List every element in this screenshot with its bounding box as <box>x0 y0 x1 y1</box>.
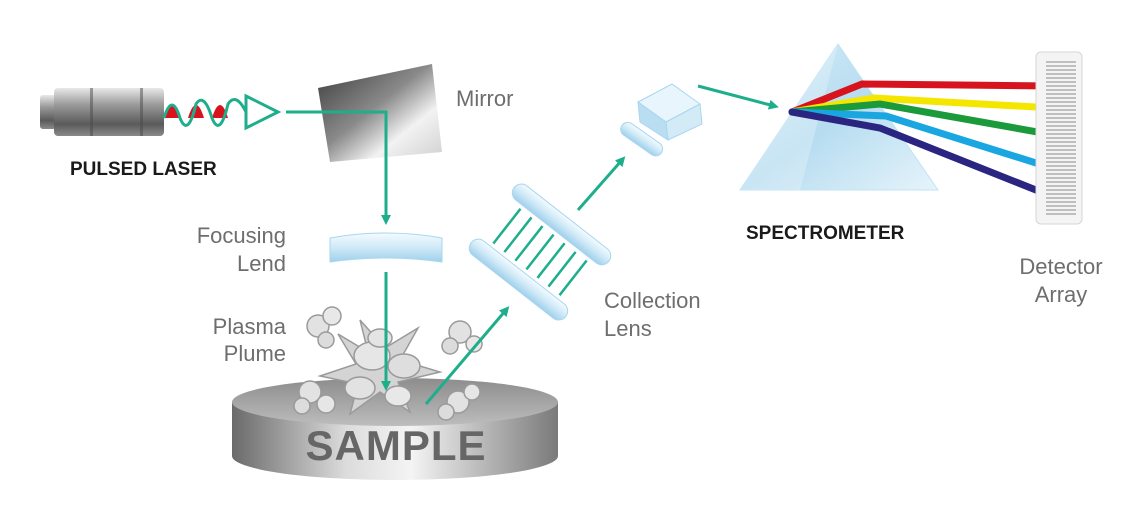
collection-lens-label-line1: Collection <box>604 288 701 313</box>
mirror-label: Mirror <box>456 86 513 111</box>
sample-label: SAMPLE <box>305 422 486 469</box>
coupler-lens-icon <box>620 121 664 157</box>
focusing-lens-label-line2: Lend <box>237 251 286 276</box>
detector-array-label-line2: Array <box>1035 282 1088 307</box>
focusing-lens-icon <box>329 232 443 263</box>
spectrometer-label: SPECTROMETER <box>746 223 905 244</box>
emission-path <box>424 306 510 405</box>
spectrum-ray-red <box>788 80 1056 116</box>
laser-icon <box>40 88 164 136</box>
spectrum-ray-green <box>788 100 1064 140</box>
fiber-output-path <box>697 84 779 110</box>
collected-light-path <box>576 156 626 211</box>
collection-lens-label-line2: Lens <box>604 316 652 341</box>
spectrum-rays <box>788 80 1064 198</box>
detector-icon <box>1035 51 1083 225</box>
detector-array-label-line1: Detector <box>1019 254 1102 279</box>
coupler-cube-icon <box>637 83 703 141</box>
pulsed-laser-label: PULSED LASER <box>70 159 217 180</box>
plasma-plume-label-line2: Plume <box>224 341 286 366</box>
spectrum-ray-violet <box>788 108 1050 198</box>
laser-beam-path <box>286 110 391 225</box>
collection-lens-icon <box>468 183 612 321</box>
plasma-icon <box>293 306 483 421</box>
plasma-plume-label-line1: Plasma <box>213 314 287 339</box>
focusing-lens-label-line1: Focusing <box>197 223 286 248</box>
spectrum-ray-blue <box>788 108 1056 172</box>
laser-wave-icon <box>162 93 282 131</box>
